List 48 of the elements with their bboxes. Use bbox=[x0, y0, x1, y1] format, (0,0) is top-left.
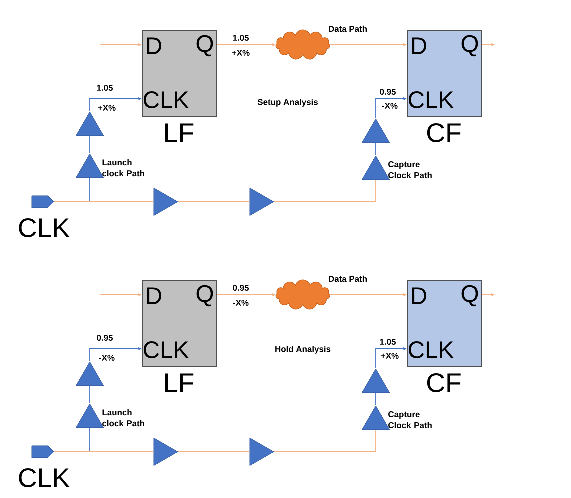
flip-flop-box: D Q CLK bbox=[142, 280, 217, 367]
wire bbox=[274, 180, 376, 202]
cloud-label: Data Path bbox=[329, 276, 367, 282]
delay-label: 1.05 bbox=[97, 85, 113, 91]
flip-flop-name: CF bbox=[427, 373, 461, 393]
cloud bbox=[276, 280, 330, 310]
buffer-triangle bbox=[250, 188, 274, 216]
path-label: Capture Clock Path bbox=[388, 162, 432, 178]
delay-label: -X% bbox=[99, 355, 115, 361]
port-label: CLK bbox=[19, 468, 70, 488]
delay-label: +X% bbox=[381, 353, 399, 359]
buffer-triangle bbox=[154, 188, 178, 216]
delay-label: 1.05 bbox=[233, 35, 249, 41]
delay-label: 0.95 bbox=[233, 285, 249, 291]
delay-label: +X% bbox=[232, 50, 250, 56]
path-label: Capture Clock Path bbox=[388, 412, 432, 428]
analysis-title: Hold Analysis bbox=[276, 346, 331, 354]
flip-flop-box: D Q CLK bbox=[407, 280, 482, 367]
delay-label: 0.95 bbox=[97, 335, 113, 341]
clock-port bbox=[32, 446, 54, 458]
buffer-triangle bbox=[362, 368, 390, 394]
buffer-triangle bbox=[362, 156, 390, 180]
buffer-triangle bbox=[76, 154, 104, 178]
buffer-triangle bbox=[76, 404, 104, 428]
buffer-triangle bbox=[362, 118, 390, 144]
clock-port bbox=[32, 196, 54, 208]
wire bbox=[274, 430, 376, 452]
flip-flop-name: LF bbox=[166, 374, 194, 392]
path-label: Launch clock Path bbox=[102, 159, 144, 177]
cloud-label: Data Path bbox=[329, 26, 367, 32]
delay-label: 1.05 bbox=[380, 339, 396, 345]
delay-label: -X% bbox=[233, 300, 249, 306]
path-label: Launch clock Path bbox=[102, 409, 144, 427]
flip-flop-name: LF bbox=[166, 124, 194, 142]
flip-flop-box: D Q CLK bbox=[407, 30, 482, 117]
flip-flop-name: CF bbox=[427, 123, 461, 143]
cloud bbox=[276, 30, 330, 60]
buffer-triangle bbox=[76, 362, 104, 386]
buffer-triangle bbox=[154, 438, 178, 466]
delay-label: +X% bbox=[98, 105, 116, 111]
delay-label: 0.95 bbox=[380, 89, 396, 95]
port-label: CLK bbox=[19, 218, 70, 238]
buffer-triangle bbox=[76, 112, 104, 136]
delay-label: -X% bbox=[382, 103, 398, 109]
analysis-title: Setup Analysis bbox=[258, 99, 318, 107]
buffer-triangle bbox=[250, 438, 274, 466]
flip-flop-box: D Q CLK bbox=[142, 30, 217, 117]
buffer-triangle bbox=[362, 406, 390, 430]
